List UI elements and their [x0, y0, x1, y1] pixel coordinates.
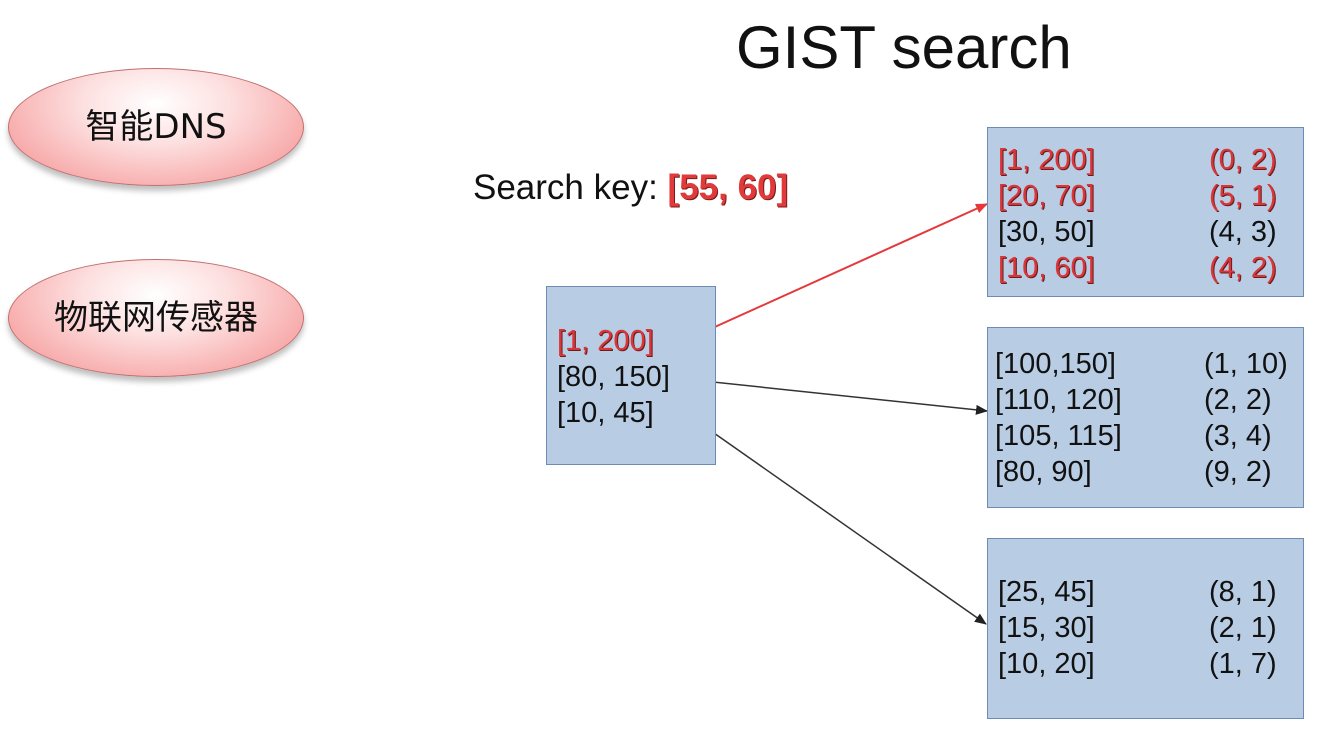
edge-root-to-node1 — [685, 203, 988, 341]
entry-key: [20, 70] — [998, 180, 1095, 212]
entry-key: [10, 60] — [998, 252, 1095, 284]
edge-root-to-node3 — [683, 411, 987, 625]
leaf-entry: [10, 60] (4, 2) — [988, 250, 1303, 286]
leaf-entry: [1, 200] (0, 2) — [988, 142, 1303, 178]
entry-value: (1, 10) — [1204, 348, 1288, 380]
search-key-text: Search key: — [473, 168, 668, 207]
leaf-node-1: [1, 200] (0, 2) [20, 70] (5, 1) [30, 50] (4… — [987, 127, 1304, 297]
entry-key: [105, 115] — [995, 420, 1122, 452]
entry-value: (9, 2) — [1204, 456, 1272, 488]
leaf-node-2: [100,150] (1, 10) [110, 120] (2, 2) [105, … — [987, 327, 1304, 508]
entry-key: [80, 150] — [557, 361, 670, 393]
leaf-entry: [110, 120] (2, 2) — [988, 382, 1303, 418]
entry-key: [10, 45] — [557, 397, 654, 429]
entry-key: [80, 90] — [995, 456, 1092, 488]
leaf-node-3: [25, 45] (8, 1) [15, 30] (2, 1) [10, 20] (1… — [987, 538, 1304, 719]
entry-key: [1, 200] — [998, 144, 1095, 176]
root-entry: [1, 200] — [557, 323, 715, 359]
bubble-iot-sensor[interactable]: 物联网传感器 — [8, 259, 304, 377]
leaf-entry: [100,150] (1, 10) — [988, 346, 1303, 382]
bubble-label: 物联网传感器 — [54, 298, 258, 338]
page-title: GIST search — [736, 14, 1072, 81]
entry-value: (2, 1) — [1209, 612, 1277, 644]
root-node: [1, 200] [80, 150] [10, 45] — [546, 286, 716, 465]
entry-value: (0, 2) — [1209, 144, 1277, 176]
entry-value: (8, 1) — [1209, 576, 1277, 608]
search-key-value: [55, 60] — [667, 168, 789, 207]
entry-value: (4, 2) — [1209, 252, 1277, 284]
bubble-label: 智能DNS — [85, 107, 227, 147]
entry-key: [10, 20] — [998, 648, 1095, 680]
leaf-entry: [20, 70] (5, 1) — [988, 178, 1303, 214]
leaf-entry: [105, 115] (3, 4) — [988, 418, 1303, 454]
entry-value: (2, 2) — [1204, 384, 1272, 416]
root-entry: [10, 45] — [557, 395, 715, 431]
bubble-smart-dns[interactable]: 智能DNS — [8, 68, 304, 186]
leaf-entry: [25, 45] (8, 1) — [988, 574, 1303, 610]
leaf-entry: [80, 90] (9, 2) — [988, 454, 1303, 490]
entry-key: [1, 200] — [557, 325, 654, 357]
entry-key: [25, 45] — [998, 576, 1095, 608]
leaf-entry: [30, 50] (4, 3) — [988, 214, 1303, 250]
entry-value: (3, 4) — [1204, 420, 1272, 452]
edge-root-to-node2 — [693, 379, 988, 415]
entry-key: [110, 120] — [995, 384, 1122, 416]
leaf-entry: [15, 30] (2, 1) — [988, 610, 1303, 646]
entry-value: (1, 7) — [1209, 648, 1277, 680]
entry-key: [100,150] — [995, 348, 1116, 380]
root-entry: [80, 150] — [557, 359, 715, 395]
leaf-entry: [10, 20] (1, 7) — [988, 646, 1303, 682]
entry-key: [30, 50] — [998, 216, 1095, 248]
entry-value: (4, 3) — [1209, 216, 1277, 248]
entry-key: [15, 30] — [998, 612, 1095, 644]
search-key-label: Search key: [55, 60] — [473, 166, 788, 210]
entry-value: (5, 1) — [1209, 180, 1277, 212]
